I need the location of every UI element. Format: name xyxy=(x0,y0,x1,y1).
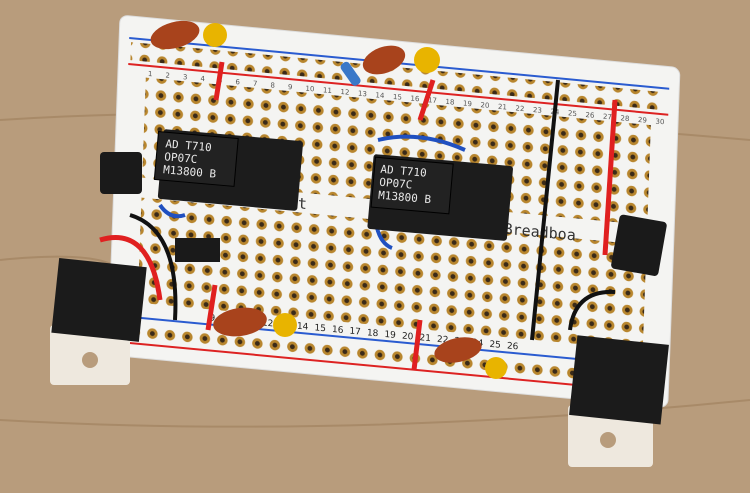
red-wire xyxy=(411,319,423,371)
column-number: 29 xyxy=(638,115,647,125)
column-number: 22 xyxy=(437,335,449,346)
black-wire xyxy=(530,79,560,341)
blue-wire xyxy=(377,134,466,152)
voltage-regulator-right xyxy=(568,335,669,467)
column-number: 4 xyxy=(200,74,205,83)
chip-right-line1: AD T710 xyxy=(380,163,427,180)
column-number: 18 xyxy=(445,97,454,107)
column-number: 26 xyxy=(507,341,519,352)
column-number: 19 xyxy=(463,98,472,108)
ic-socket-left: AD T710 OP07C M13800 B xyxy=(153,129,303,211)
column-number: 21 xyxy=(419,333,431,344)
chip-right-line2: OP07C xyxy=(379,176,413,192)
column-number: 26 xyxy=(585,110,595,120)
column-number: 3 xyxy=(183,72,188,81)
red-wire xyxy=(205,284,218,331)
column-number: 9 xyxy=(209,313,215,324)
column-number: 12 xyxy=(340,87,349,97)
column-number: 20 xyxy=(480,100,489,110)
column-number: 28 xyxy=(620,113,629,123)
column-number: 6 xyxy=(235,77,240,86)
column-number: 10 xyxy=(305,84,314,94)
blue-wire xyxy=(158,203,186,219)
chip-left-line3: M13800 B xyxy=(163,163,217,181)
column-number: 16 xyxy=(332,325,344,336)
black-wire xyxy=(129,213,178,321)
column-number: 14 xyxy=(297,322,309,333)
column-number: 18 xyxy=(367,328,379,339)
column-number: 16 xyxy=(410,94,420,104)
ic-socket-right: AD T710 OP07C M13800 B xyxy=(367,154,513,241)
column-number: 11 xyxy=(323,85,332,95)
voltage-regulator-left xyxy=(50,258,147,385)
column-number: 27 xyxy=(603,112,612,122)
column-number: 14 xyxy=(375,90,385,100)
column-number: 15 xyxy=(314,323,326,334)
column-number: 1 xyxy=(148,69,153,78)
column-number: 12 xyxy=(262,318,274,329)
capacitors xyxy=(150,20,507,379)
column-number: 25 xyxy=(568,108,577,118)
column-number: 17 xyxy=(349,327,361,338)
column-number: 21 xyxy=(498,102,507,112)
column-number: 7 xyxy=(253,79,258,88)
black-wire xyxy=(568,289,616,331)
chip-right-line3: M13800 B xyxy=(378,189,432,207)
column-number: 25 xyxy=(489,340,501,351)
header-socket xyxy=(100,152,142,194)
red-wire xyxy=(417,79,436,121)
column-number: 2 xyxy=(165,70,170,79)
jumper xyxy=(175,238,220,262)
column-number: 30 xyxy=(655,117,664,127)
column-number: 23 xyxy=(533,105,542,115)
column-number: 9 xyxy=(288,82,293,91)
red-wire xyxy=(99,235,163,301)
column-number: 17 xyxy=(428,95,437,105)
header-socket xyxy=(611,214,667,276)
column-number: 15 xyxy=(393,92,402,102)
column-number: 8 xyxy=(270,80,275,89)
chip-left-line2: OP07C xyxy=(164,150,198,166)
resistor xyxy=(340,61,361,86)
column-number: 19 xyxy=(384,330,396,341)
red-wire xyxy=(213,61,225,101)
chip-left-line1: AD T710 xyxy=(165,137,212,154)
column-number: 22 xyxy=(515,103,524,113)
column-number: 20 xyxy=(402,332,414,343)
red-wire xyxy=(602,99,618,256)
column-number: 13 xyxy=(358,89,367,99)
